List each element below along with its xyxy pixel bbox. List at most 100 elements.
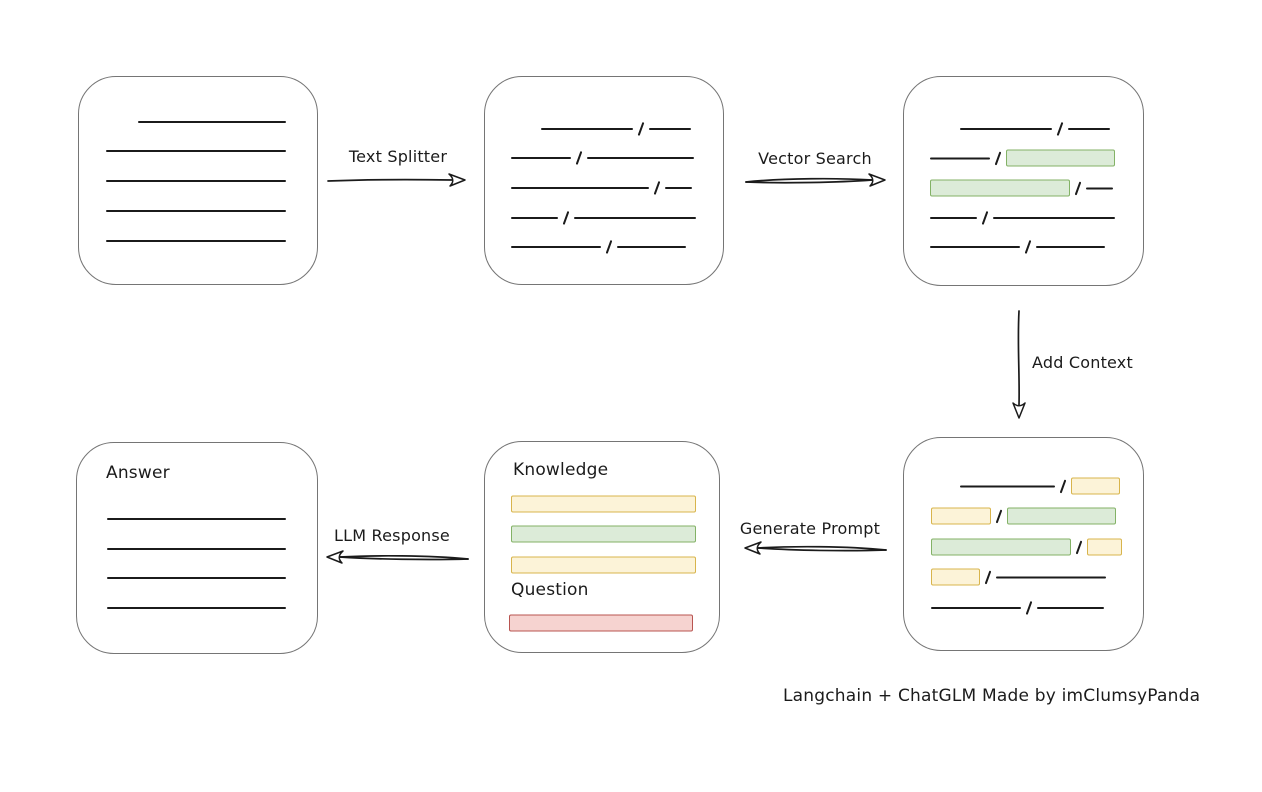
text-line — [1068, 128, 1111, 130]
add-context-arrow-icon — [1012, 310, 1026, 419]
content-row — [138, 121, 286, 123]
content-row — [106, 240, 286, 242]
answer-box: Answer — [76, 442, 318, 654]
split-slash — [1074, 181, 1082, 195]
yellow-highlight-chunk — [511, 495, 696, 513]
generate-prompt-label: Generate Prompt — [739, 519, 881, 538]
question-label: Question — [511, 580, 589, 600]
text-line — [1086, 187, 1114, 189]
content-row — [107, 548, 286, 550]
split-slash — [1056, 122, 1064, 136]
add-context-label: Add Context — [1032, 353, 1133, 372]
retrieved-chunks-box — [903, 76, 1144, 286]
knowledge-label: Knowledge — [513, 460, 609, 480]
content-row — [960, 477, 1121, 495]
text-line — [930, 157, 990, 159]
content-row — [511, 556, 696, 574]
text-line — [138, 121, 286, 123]
split-text-box — [484, 76, 724, 285]
text-line — [574, 217, 697, 219]
content-row — [930, 211, 1116, 225]
yellow-highlight-chunk — [1071, 477, 1121, 495]
split-slash — [984, 570, 992, 584]
diagram-caption: Langchain + ChatGLM Made by imClumsyPand… — [783, 686, 1201, 706]
text-line — [960, 128, 1052, 130]
split-slash — [1025, 601, 1033, 615]
text-line — [996, 576, 1107, 578]
green-highlight-chunk — [1007, 507, 1117, 525]
split-slash — [1075, 540, 1083, 554]
text-line — [993, 217, 1116, 219]
text-line — [511, 217, 558, 219]
text-line — [931, 607, 1021, 609]
text-line — [106, 150, 286, 152]
prompt-box: Knowledge Question — [484, 441, 720, 653]
text-line — [1037, 607, 1105, 609]
split-slash — [575, 151, 583, 165]
split-slash — [1059, 479, 1067, 493]
content-row — [930, 179, 1114, 197]
content-row — [511, 525, 696, 543]
green-highlight-chunk — [511, 525, 696, 543]
text-line — [930, 246, 1020, 248]
split-slash — [637, 122, 645, 136]
content-row — [511, 181, 693, 195]
yellow-highlight-chunk — [931, 568, 980, 586]
content-row — [541, 122, 692, 136]
text-line — [1036, 246, 1106, 248]
content-row — [106, 150, 286, 152]
yellow-highlight-chunk — [931, 507, 991, 525]
document-box — [78, 76, 318, 285]
answer-label: Answer — [106, 463, 170, 483]
llm-response-label: LLM Response — [334, 526, 450, 545]
content-row — [931, 538, 1123, 556]
text-line — [107, 577, 286, 579]
split-slash — [995, 509, 1003, 523]
text-splitter-arrow-icon — [327, 173, 466, 187]
red-highlight-chunk — [509, 614, 693, 632]
text-line — [107, 518, 286, 520]
vector-search-label: Vector Search — [758, 149, 872, 168]
split-slash — [981, 211, 989, 225]
content-row — [511, 211, 697, 225]
split-slash — [605, 240, 613, 254]
content-row — [509, 614, 693, 632]
text-line — [107, 607, 286, 609]
text-line — [511, 246, 601, 248]
content-row — [106, 180, 286, 182]
split-slash — [1024, 240, 1032, 254]
content-row — [511, 495, 696, 513]
content-row — [107, 607, 286, 609]
vector-search-arrow-icon — [745, 173, 886, 187]
text-line — [106, 210, 286, 212]
green-highlight-chunk — [930, 179, 1070, 197]
green-highlight-chunk — [1006, 149, 1116, 167]
context-chunks-box — [903, 437, 1144, 651]
generate-prompt-arrow-icon — [744, 541, 887, 555]
split-slash — [994, 151, 1002, 165]
content-row — [960, 122, 1111, 136]
content-row — [931, 601, 1105, 615]
text-line — [587, 157, 695, 159]
text-line — [107, 548, 286, 550]
text-line — [930, 217, 977, 219]
content-row — [931, 507, 1117, 525]
text-line — [617, 246, 687, 248]
text-splitter-label: Text Splitter — [348, 147, 448, 166]
text-line — [511, 157, 571, 159]
text-line — [649, 128, 692, 130]
content-row — [511, 240, 687, 254]
text-line — [511, 187, 649, 189]
llm-response-arrow-icon — [326, 550, 469, 564]
text-line — [541, 128, 633, 130]
content-row — [930, 240, 1106, 254]
text-line — [106, 180, 286, 182]
yellow-highlight-chunk — [511, 556, 696, 574]
text-line — [106, 240, 286, 242]
content-row — [106, 210, 286, 212]
green-highlight-chunk — [931, 538, 1071, 556]
yellow-highlight-chunk — [1087, 538, 1123, 556]
content-row — [930, 149, 1116, 167]
split-slash — [562, 211, 570, 225]
